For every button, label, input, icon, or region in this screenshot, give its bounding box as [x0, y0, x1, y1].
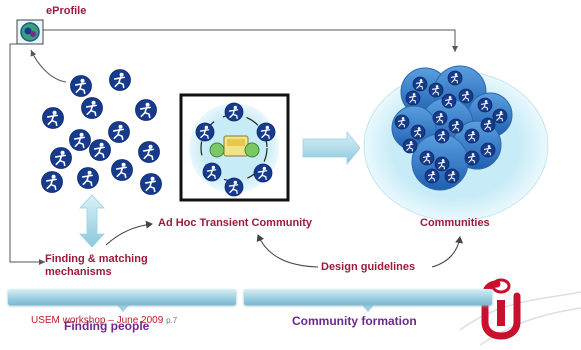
person-icon	[41, 171, 63, 193]
finding-matching-label-line2: mechanisms	[45, 266, 112, 278]
finding-people-arrow	[116, 304, 130, 312]
eprofile-label: eProfile	[46, 5, 87, 17]
person-icon	[42, 107, 64, 129]
people-layer	[41, 69, 508, 197]
decor-swoosh	[479, 307, 581, 346]
person-icon	[464, 128, 480, 144]
finding-matching-label-line1: Finding & matching	[45, 253, 148, 265]
person-icon	[89, 139, 111, 161]
person-icon	[480, 142, 496, 158]
person-icon	[394, 114, 410, 130]
person-icon	[195, 122, 215, 142]
person-icon	[434, 156, 450, 172]
community-formation-label: Community formation	[292, 314, 417, 328]
person-icon	[424, 168, 440, 184]
footer-workshop-text: USEM workshop – June 2009	[31, 315, 164, 326]
person-icon	[111, 159, 133, 181]
crowd-to-eprofile-arrow	[30, 49, 67, 83]
person-icon	[135, 99, 157, 121]
communities-label: Communities	[420, 217, 490, 229]
design-guidelines-label: Design guidelines	[321, 261, 416, 273]
person-icon	[458, 88, 474, 104]
finding-people-banner	[8, 289, 236, 305]
ad-hoc-label: Ad Hoc Transient Community	[158, 217, 313, 229]
person-icon	[444, 168, 460, 184]
person-icon	[70, 75, 92, 97]
person-icon	[434, 128, 450, 144]
footer-workshop: USEM workshop – June 2009 p.7	[31, 315, 177, 326]
person-icon	[402, 138, 418, 154]
person-icon	[447, 70, 463, 86]
person-icon	[224, 102, 244, 122]
double-arrow	[79, 194, 105, 248]
person-icon	[256, 122, 276, 142]
person-icon	[405, 90, 421, 106]
finding-to-adhoc-arrow	[105, 220, 153, 246]
person-icon	[69, 129, 91, 151]
eprofile-icon	[16, 19, 44, 45]
community-formation-arrow	[361, 304, 375, 312]
person-icon	[50, 147, 72, 169]
person-icon	[419, 150, 435, 166]
community-formation-banner	[244, 289, 492, 305]
to-communities-arrow	[302, 130, 361, 166]
person-icon	[477, 97, 493, 113]
finding-people-label: Finding people	[64, 319, 150, 333]
person-icon	[448, 118, 464, 134]
guidelines-to-communities-arrow	[431, 236, 464, 268]
eprofile-to-finding-connector	[9, 43, 45, 265]
person-icon	[77, 167, 99, 189]
person-icon	[432, 110, 448, 126]
footer-page: p.7	[166, 316, 178, 325]
guidelines-to-adhoc-arrow	[256, 234, 319, 268]
person-icon	[224, 177, 244, 197]
ad-hoc-center-icon	[209, 135, 260, 158]
person-icon	[480, 117, 496, 133]
person-icon	[202, 162, 222, 182]
eprofile-to-communities-connector	[43, 29, 458, 52]
person-icon	[410, 124, 426, 140]
person-icon	[138, 141, 160, 163]
person-icon	[428, 82, 444, 98]
person-icon	[109, 69, 131, 91]
person-icon	[81, 97, 103, 119]
person-icon	[464, 150, 480, 166]
person-icon	[253, 163, 273, 183]
person-icon	[412, 76, 428, 92]
person-icon	[441, 93, 457, 109]
person-icon	[492, 108, 508, 124]
person-icon	[140, 173, 162, 195]
person-icon	[108, 121, 130, 143]
